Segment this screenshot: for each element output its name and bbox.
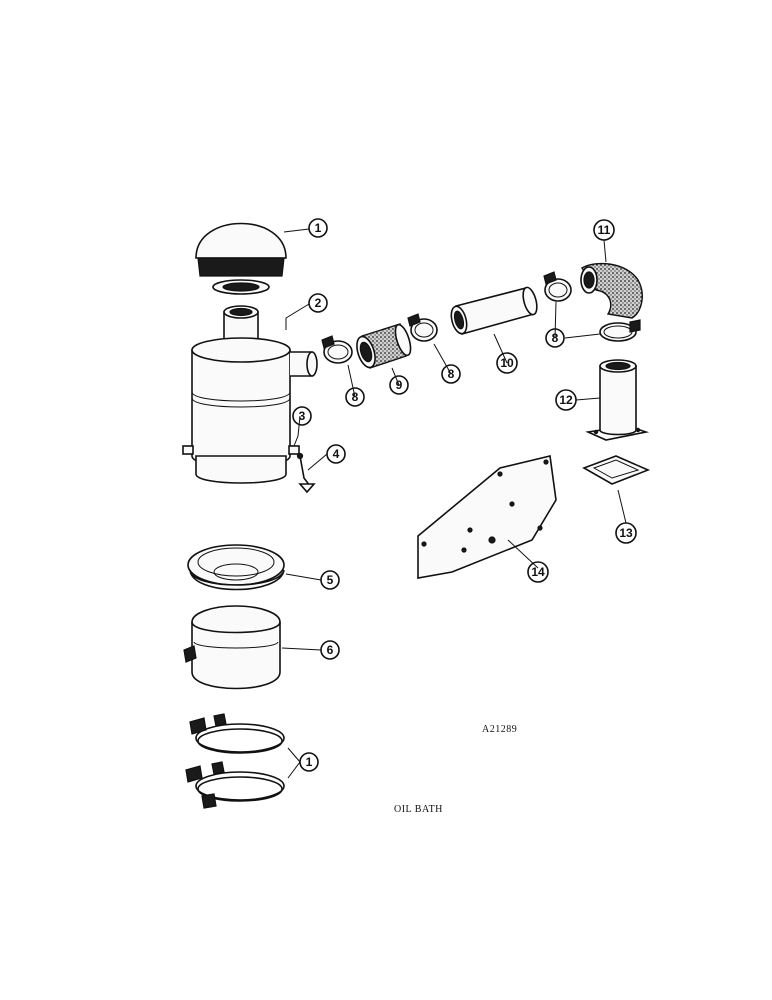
leader-lines (281, 228, 627, 779)
callout-5: 5 (320, 570, 340, 590)
svg-text:11: 11 (598, 223, 611, 237)
svg-text:1: 1 (306, 755, 313, 769)
callout-3: 3 (292, 406, 312, 426)
svg-text:10: 10 (500, 356, 514, 370)
svg-text:4: 4 (333, 447, 340, 461)
band-clamps (185, 713, 285, 809)
callout-12: 12 (555, 389, 577, 411)
precleaner-cap (195, 222, 287, 295)
figure-id: A21289 (482, 724, 517, 735)
figure-title: OIL BATH (394, 804, 443, 815)
callout-13: 13 (615, 522, 637, 544)
callout-11: 11 (593, 219, 615, 241)
oil-cup (183, 605, 281, 690)
callout-8-right: 8 (545, 328, 565, 348)
callout-8-mid: 8 (441, 364, 461, 384)
inner-tray (187, 544, 285, 591)
hose-clamp-left (321, 335, 353, 364)
callout-14: 14 (527, 561, 549, 583)
svg-text:9: 9 (396, 378, 403, 392)
svg-text:8: 8 (448, 367, 455, 381)
svg-text:5: 5 (327, 573, 334, 587)
retaining-clip (296, 452, 316, 494)
callout-8-left: 8 (345, 387, 365, 407)
hose-clamp-right-lower (599, 319, 641, 342)
rubber-hose-short (356, 323, 412, 369)
inlet-pipe-flange (585, 359, 650, 441)
gasket (582, 455, 651, 485)
callout-4: 4 (326, 444, 346, 464)
svg-text:14: 14 (531, 565, 545, 579)
callout-1-bottom: 1 (299, 752, 319, 772)
air-cleaner-body (182, 305, 318, 484)
hose-clamp-right-upper (543, 271, 572, 302)
svg-text:6: 6 (327, 643, 334, 657)
intake-tube (450, 286, 538, 335)
svg-text:2: 2 (315, 296, 322, 310)
callout-6: 6 (320, 640, 340, 660)
svg-text:12: 12 (559, 393, 573, 407)
callout-2: 2 (308, 293, 328, 313)
callout-9: 9 (389, 375, 409, 395)
svg-text:8: 8 (552, 331, 559, 345)
callout-10: 10 (496, 352, 518, 374)
svg-text:13: 13 (619, 526, 633, 540)
svg-text:1: 1 (315, 221, 322, 235)
svg-text:8: 8 (352, 390, 359, 404)
callout-1-top: 1 (308, 218, 328, 238)
svg-text:3: 3 (299, 409, 306, 423)
mounting-plate (417, 455, 557, 579)
hose-clamp-mid (407, 313, 438, 342)
elbow-hose (580, 262, 643, 319)
